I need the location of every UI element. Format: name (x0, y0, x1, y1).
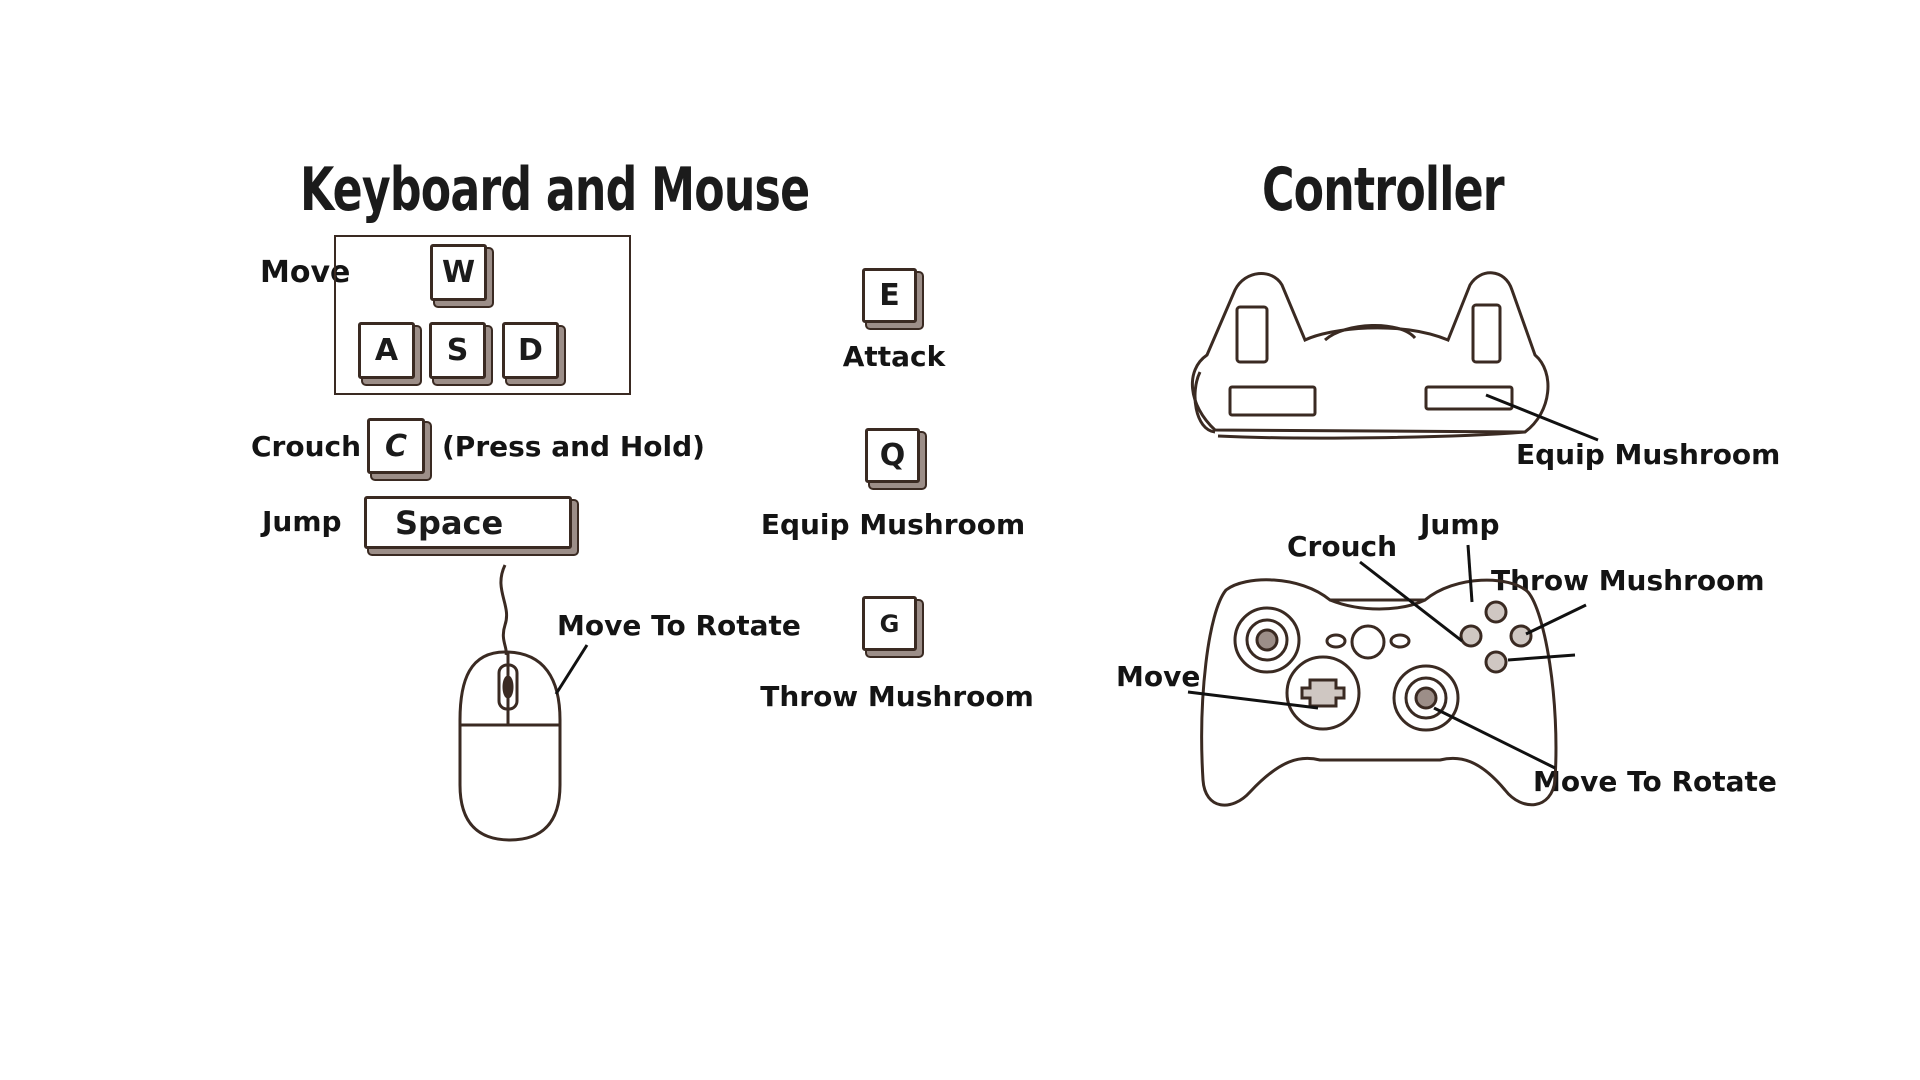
key-e: E (862, 268, 917, 323)
attack-label: Attack (842, 340, 946, 373)
crouch-label: Crouch (251, 430, 362, 463)
jump-pointer-line (1466, 544, 1474, 603)
rotate-pointer-line (1433, 706, 1556, 770)
key-a: A (358, 322, 415, 379)
controller-crouch-label: Crouch (1287, 530, 1398, 563)
key-w: W (430, 244, 487, 301)
extra-pointer-line (1507, 653, 1576, 662)
throw-pointer-line (1525, 603, 1587, 636)
keyboard-mouse-heading: Keyboard and Mouse (300, 155, 810, 225)
controller-heading: Controller (1262, 155, 1505, 225)
crouch-pointer-line (1359, 560, 1463, 643)
controller-throw-label: Throw Mushroom (1491, 564, 1765, 597)
key-space: Space (364, 496, 572, 549)
controller-top-icon (1191, 271, 1550, 440)
wasd-group (334, 235, 631, 395)
equip-pointer-line (1485, 393, 1599, 442)
key-c: C (367, 418, 425, 474)
mouse-rotate-label: Move To Rotate (557, 609, 801, 642)
controller-rotate-label: Move To Rotate (1533, 765, 1777, 798)
mouse-icon (458, 564, 562, 842)
controller-move-label: Move (1116, 660, 1201, 693)
crouch-note: (Press and Hold) (442, 430, 705, 463)
jump-label: Jump (262, 505, 342, 538)
keyboard-throw-label: Throw Mushroom (760, 680, 1034, 713)
keyboard-equip-label: Equip Mushroom (760, 508, 1026, 541)
controller-equip-label: Equip Mushroom (1516, 438, 1781, 471)
key-g: G (862, 596, 917, 651)
controller-jump-label: Jump (1420, 508, 1500, 541)
mouse-pointer-line (554, 644, 589, 695)
move-pointer-line (1187, 690, 1319, 710)
key-s: S (429, 322, 486, 379)
controller-front-icon (1200, 578, 1558, 807)
key-d: D (502, 322, 559, 379)
key-q: Q (865, 428, 920, 483)
